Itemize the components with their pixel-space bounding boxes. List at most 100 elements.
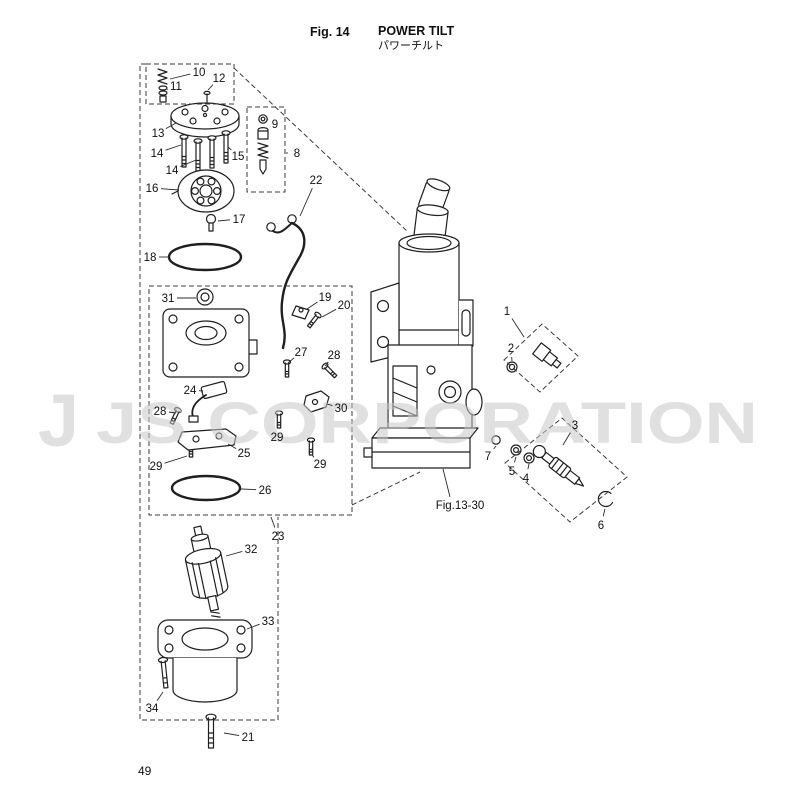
watermark-text: JS CORPORATION (96, 391, 758, 456)
callout-leader-1-31 (511, 318, 525, 338)
callout-leader-3-33 (562, 432, 571, 446)
callout-leader-5-35 (514, 456, 517, 463)
callout-12-2: 12 (213, 73, 226, 85)
watermark: J JS CORPORATION (38, 379, 758, 462)
bracket-30-drawing (303, 390, 330, 413)
callout-leader-10-0 (169, 73, 191, 80)
callout-leader-28-19 (168, 411, 177, 414)
callout-19-14: 19 (319, 292, 332, 304)
callout-leader-15-5 (227, 146, 232, 151)
callout-leader-4-36 (527, 463, 530, 470)
page-number: 49 (138, 764, 152, 778)
callout-leader-25-22 (227, 443, 237, 449)
callout-leader-32-27 (225, 550, 243, 557)
plug-kit-drawing (506, 342, 562, 373)
ref-label-leader (442, 468, 451, 498)
callout-29-21: 29 (271, 432, 284, 444)
pump-body-drawing (162, 308, 258, 378)
callout-28-19: 28 (154, 406, 167, 418)
o-ring-26-drawing (170, 474, 242, 502)
callout-leader-30-20 (326, 403, 333, 406)
dashed-leader-bottom (351, 471, 421, 506)
motor-armature-drawing (184, 525, 229, 618)
dashed-box-valve-kit-8 (246, 106, 286, 193)
callout-leader-7-34 (493, 445, 497, 450)
callout-leader-23-26 (270, 516, 276, 528)
callout-25-22: 25 (238, 448, 251, 460)
callout-leader-26-25 (240, 488, 257, 491)
o-ring-18-drawing (167, 242, 243, 272)
callout-14-6: 14 (166, 165, 179, 177)
callout-leader-20-15 (321, 308, 337, 318)
callout-20-15: 20 (338, 300, 351, 312)
callout-8-9: 8 (294, 148, 300, 160)
fig-label: Fig. 14 (310, 25, 350, 39)
callout-4-36: 4 (523, 473, 530, 485)
grommet-drawing (196, 288, 214, 306)
callout-29-24: 29 (314, 459, 327, 471)
bolt-21-drawing (205, 713, 217, 749)
callout-21-30: 21 (242, 732, 255, 744)
callout-leader-12-2 (207, 84, 214, 91)
callout-7-34: 7 (485, 451, 491, 463)
callout-32-27: 32 (245, 544, 258, 556)
watermark-logo: J (38, 379, 79, 462)
callout-leader-27-16 (287, 357, 295, 364)
tilt-cylinder-drawing (363, 178, 483, 469)
dashed-box-plug-kit (503, 323, 579, 393)
callout-15-5: 15 (232, 151, 245, 163)
callout-18-11: 18 (144, 252, 157, 264)
callout-leader-21-30 (223, 732, 240, 736)
callout-13-3: 13 (152, 128, 165, 140)
callout-26-25: 26 (259, 485, 272, 497)
callout-leader-14-4 (165, 144, 182, 151)
callout-5-35: 5 (509, 466, 515, 478)
callout-28-17: 28 (328, 350, 341, 362)
valve-kit-drawing (257, 114, 269, 175)
callout-24-18: 24 (184, 385, 197, 397)
bolt-34-drawing (157, 656, 169, 689)
callout-3-33: 3 (572, 420, 578, 432)
gear-rotor-drawing (171, 169, 235, 213)
callout-leader-33-28 (246, 623, 260, 630)
motor-housing-drawing (157, 619, 253, 703)
callout-31-13: 31 (162, 293, 175, 305)
callout-10-0: 10 (193, 67, 206, 79)
plate-25-drawing (177, 428, 237, 451)
wire-harness-drawing (266, 214, 306, 350)
callout-2-32: 2 (508, 343, 514, 355)
callout-leader-22-12 (299, 188, 313, 217)
callout-leader-29-23 (164, 455, 188, 464)
page-title-jp: パワーチルト (378, 39, 444, 52)
callout-11-1: 11 (170, 81, 182, 93)
callout-leader-19-14 (306, 301, 318, 310)
callout-14-4: 14 (151, 148, 164, 160)
callout-leader-6-37 (602, 508, 606, 517)
callout-9-8: 9 (272, 119, 278, 131)
pump-cover-drawing (170, 102, 240, 138)
callout-17-10: 17 (233, 214, 246, 226)
callout-29-23: 29 (150, 461, 163, 473)
callout-16-7: 16 (146, 183, 159, 195)
callout-leader-28-17 (324, 361, 329, 367)
callout-leader-29-24 (311, 454, 315, 458)
dashed-box-spool-kit (504, 417, 628, 523)
callout-6-37: 6 (598, 520, 604, 532)
callout-leader-13-3 (165, 122, 177, 130)
callout-1-31: 1 (504, 306, 510, 318)
callout-leader-17-10 (217, 219, 231, 222)
callout-22-12: 22 (310, 175, 323, 187)
page-title: POWER TILT (378, 24, 455, 38)
switch-lead-drawing (188, 380, 228, 423)
screw-28a-drawing (320, 361, 339, 380)
poppet-valve-drawing (205, 213, 217, 232)
callout-leader-14-6 (180, 159, 197, 167)
callout-23-26: 23 (272, 531, 285, 543)
callout-30-20: 30 (335, 403, 348, 415)
callout-leader-34-29 (156, 691, 164, 701)
dashed-outlines (139, 63, 628, 721)
clamp-drawing (291, 305, 323, 330)
